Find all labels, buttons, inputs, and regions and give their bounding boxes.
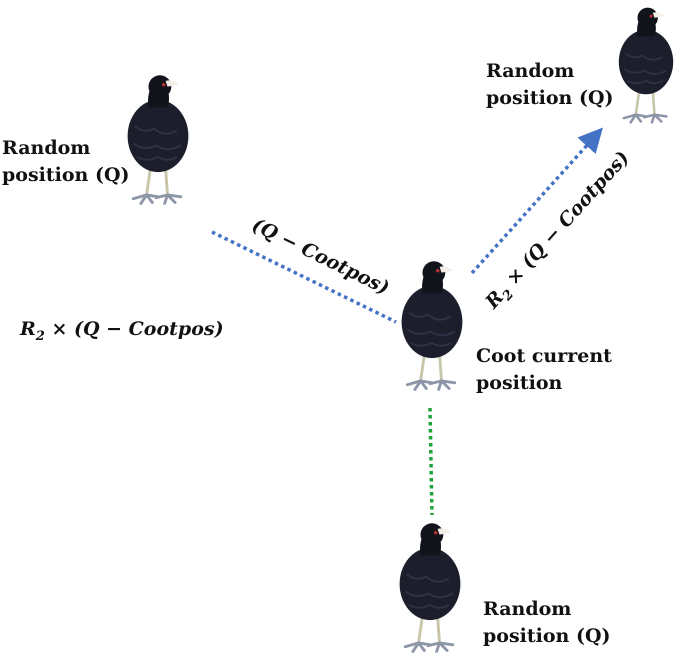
label-line: Random bbox=[2, 137, 91, 159]
coot-bird-top-right bbox=[617, 6, 675, 124]
coot-bird-left bbox=[126, 73, 190, 205]
label-line: position (Q) bbox=[2, 164, 130, 186]
coot-bird-bottom bbox=[398, 521, 462, 653]
label-line: position bbox=[476, 372, 563, 394]
formula-prefix: R bbox=[20, 318, 36, 340]
formula-scaled-label-left: R2 × (Q − Cootpos) bbox=[20, 316, 224, 350]
formula-scaled-rotated-label: R2 × (Q − Cootpos) bbox=[481, 147, 637, 316]
random-position-label-left: Random position (Q) bbox=[2, 135, 130, 189]
arrow-to-top-right-bird bbox=[470, 127, 603, 275]
label-line: Random bbox=[483, 598, 572, 620]
formula-rest: × (Q − Cootpos) bbox=[44, 318, 224, 340]
random-position-label-top-right: Random position (Q) bbox=[486, 58, 614, 112]
random-position-label-bottom: Random position (Q) bbox=[483, 596, 611, 650]
coot-bird-current bbox=[400, 259, 464, 391]
connector-to-left-bird bbox=[211, 230, 397, 324]
coot-current-position-label: Coot current position bbox=[476, 343, 612, 397]
label-line: position (Q) bbox=[486, 87, 614, 109]
formula-subscript: 2 bbox=[35, 328, 45, 344]
label-line: Coot current bbox=[476, 345, 612, 367]
connector-to-bottom-bird bbox=[428, 407, 434, 516]
label-line: position (Q) bbox=[483, 625, 611, 647]
label-line: Random bbox=[486, 60, 575, 82]
